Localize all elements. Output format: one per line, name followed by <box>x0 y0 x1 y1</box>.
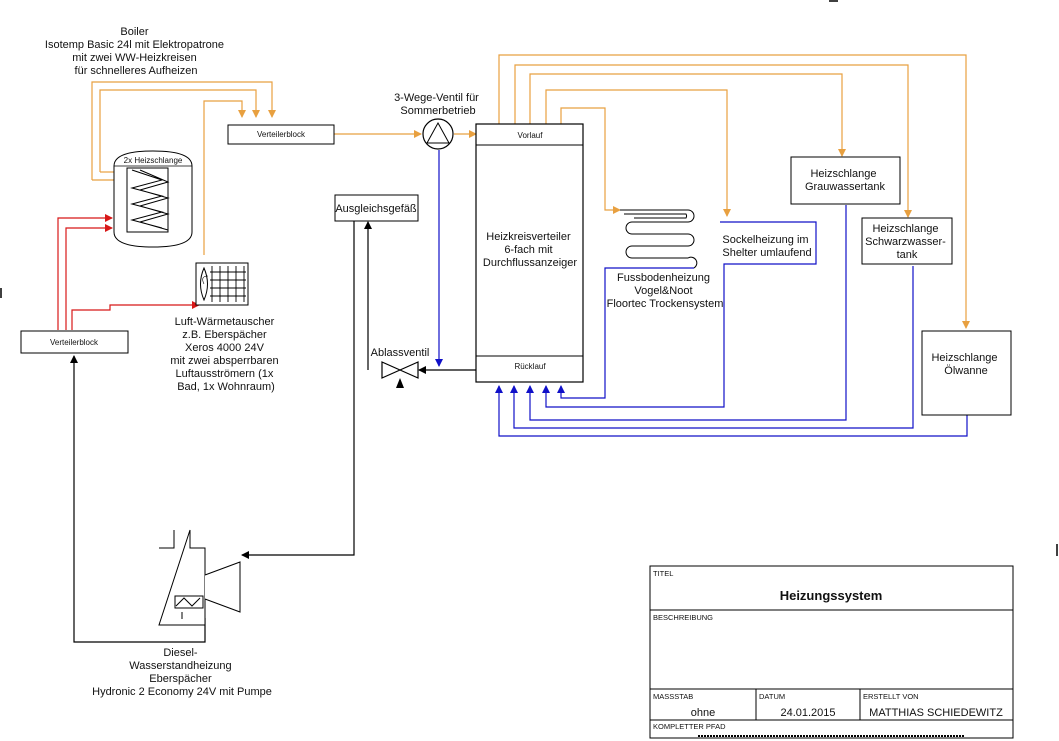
svg-text:Ausgleichsgefäß: Ausgleichsgefäß <box>335 203 417 215</box>
heat-coil-icon <box>130 169 170 231</box>
distributor-block-left: Verteilerblock <box>20 330 129 354</box>
diesel-heater <box>158 529 241 626</box>
air-heat-exchanger <box>195 262 249 306</box>
supply-lines <box>91 54 970 329</box>
boiler: 2x Heizschlange <box>113 150 193 248</box>
black-water-coil: Heizschlange Schwarzwasser- tank <box>861 217 953 265</box>
return-lines <box>435 150 968 437</box>
grey-water-coil: Heizschlange Grauwassertank <box>790 156 901 205</box>
pump-triangle-icon <box>426 121 450 144</box>
black-lines <box>70 221 476 643</box>
drain-valve-label: Ablassventil <box>371 347 430 359</box>
expansion-tank: Ausgleichsgefäß <box>334 194 419 222</box>
oil-pan-coil: Heizschlange Ölwanne <box>921 330 1012 416</box>
heater-element-icon <box>175 597 201 607</box>
diesel-heater-label: Diesel- Wasserstandheizung Eberspächer H… <box>92 647 272 698</box>
skirting-heating-label: Sockelheizung im Shelter umlaufend <box>722 234 811 259</box>
svg-text:Verteilerblock: Verteilerblock <box>50 338 99 347</box>
three-way-valve <box>422 118 454 150</box>
svg-text:Heizschlange Ölwanne: Heizschlange Ölwanne <box>931 352 1000 377</box>
ruecklauf-label: Rücklauf <box>514 362 546 371</box>
floor-heating-label: Fussbodenheizung Vogel&Noot Floortec Tro… <box>607 272 724 310</box>
svg-text:Heizschlange Grauwassert: Heizschlange Grauwassertank <box>805 168 886 193</box>
heat-lines <box>57 214 200 330</box>
pfad-header: KOMPLETTER PFAD <box>653 722 726 731</box>
title-block: TITEL Heizungssystem BESCHREIBUNG MASSST… <box>649 565 1014 739</box>
drawing-title: Heizungssystem <box>780 588 883 603</box>
massstab-value: ohne <box>691 707 715 719</box>
datum-header: DATUM <box>759 692 785 701</box>
svg-text:Heizschlange Schwarzwass: Heizschlange Schwarzwasser- tank <box>865 223 949 261</box>
air-heat-exchanger-label: Luft-Wärmetauscher z.B. Eberspächer Xero… <box>170 316 281 393</box>
drain-valve <box>381 361 419 388</box>
coil-label: 2x Heizschlange <box>124 156 183 165</box>
fan-icon <box>200 266 209 302</box>
vorlauf-label: Vorlauf <box>518 131 544 140</box>
beschreibung-header: BESCHREIBUNG <box>653 613 713 622</box>
svg-text:Verteilerblock: Verteilerblock <box>257 130 306 139</box>
valve-icon <box>381 361 419 379</box>
boiler-label: Boiler Isotemp Basic 24l mit Elektropatr… <box>45 26 227 77</box>
floor-heating-coil <box>620 209 698 269</box>
distributor-block-top: Verteilerblock <box>227 124 335 145</box>
manifold-label: Heizkreisverteiler 6-fach mit Durchfluss… <box>483 231 577 269</box>
erstellt-header: ERSTELLT VON <box>863 692 919 701</box>
heating-manifold: Vorlauf Rücklauf Heizkreisverteiler 6-fa… <box>475 123 584 383</box>
datum-value: 24.01.2015 <box>780 707 835 719</box>
three-way-valve-label: 3-Wege-Ventil für Sommerbetrieb <box>394 92 482 117</box>
erstellt-value: MATTHIAS SCHIEDEWITZ <box>869 707 1003 719</box>
massstab-header: MASSSTAB <box>653 692 693 701</box>
titel-header: TITEL <box>653 569 673 578</box>
page-marks <box>0 0 1058 556</box>
fin-grid <box>210 266 246 302</box>
